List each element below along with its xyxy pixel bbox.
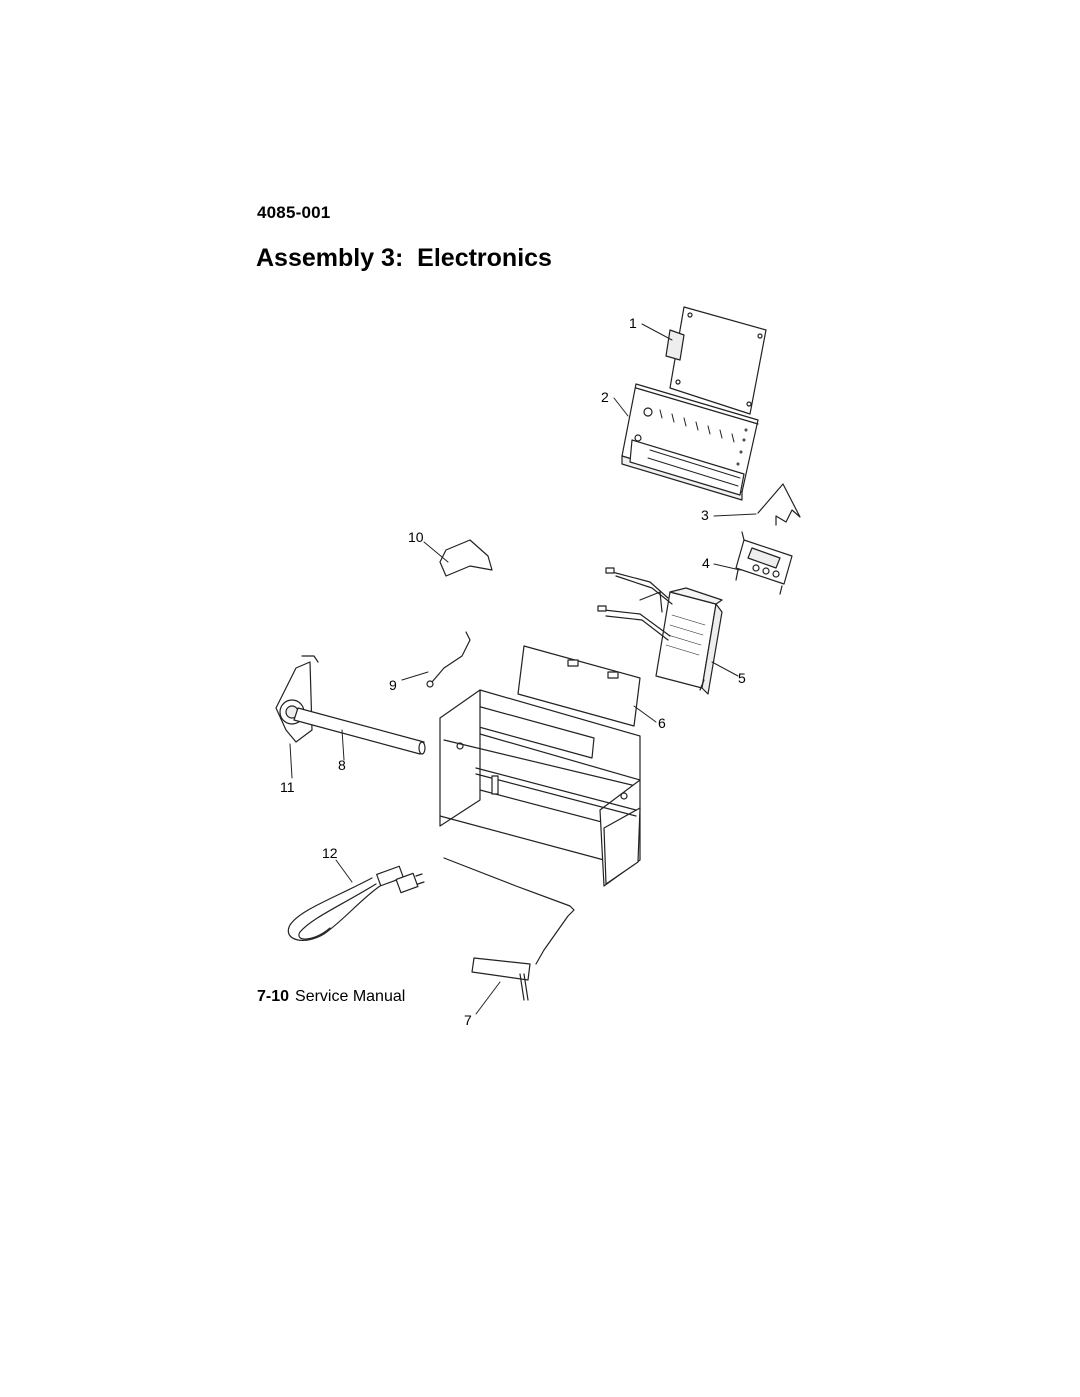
page-title: Assembly 3: Electronics bbox=[256, 244, 552, 272]
callout-9: 9 bbox=[389, 677, 397, 693]
part-8-rod bbox=[293, 707, 426, 755]
part-4-operator-panel bbox=[735, 531, 793, 595]
part-11-side-plate bbox=[275, 655, 319, 743]
callout-3: 3 bbox=[701, 507, 709, 523]
leader-line-4 bbox=[713, 563, 741, 571]
page-footer: 7-10 Service Manual bbox=[257, 988, 405, 1006]
callout-10: 10 bbox=[408, 529, 424, 545]
callout-11: 11 bbox=[280, 779, 295, 795]
callout-4: 4 bbox=[702, 555, 710, 571]
part-5-power-supply bbox=[597, 567, 723, 695]
leader-line-11 bbox=[289, 743, 293, 779]
leader-line-6 bbox=[633, 705, 657, 723]
leader-line-5 bbox=[711, 661, 739, 677]
callout-8: 8 bbox=[338, 757, 346, 773]
callout-2: 2 bbox=[601, 389, 609, 405]
part-9-sensor-cable bbox=[426, 631, 471, 688]
part-10-cable bbox=[439, 539, 493, 577]
part-12-power-cord bbox=[287, 865, 425, 941]
callout-1: 1 bbox=[629, 315, 637, 331]
main-frame bbox=[439, 689, 641, 887]
part-1-board bbox=[665, 306, 767, 415]
leader-line-9 bbox=[401, 671, 429, 681]
model-number: 4085-001 bbox=[257, 203, 331, 222]
page-number: 7-10 bbox=[257, 988, 290, 1005]
leader-line-12 bbox=[335, 859, 353, 883]
leader-line-3 bbox=[713, 513, 757, 517]
leader-line-1 bbox=[641, 323, 673, 341]
part-2-system-board bbox=[621, 383, 759, 501]
leader-line-10 bbox=[423, 541, 449, 563]
callout-5: 5 bbox=[738, 670, 746, 686]
manual-name: Service Manual bbox=[295, 988, 406, 1005]
part-7-rail-bracket bbox=[443, 857, 575, 1001]
callout-7: 7 bbox=[464, 1012, 472, 1028]
part-3-shield bbox=[757, 483, 801, 526]
leader-line-7 bbox=[475, 981, 501, 1015]
leader-line-2 bbox=[613, 397, 629, 417]
callout-6: 6 bbox=[658, 715, 666, 731]
part-6-board bbox=[517, 645, 641, 727]
callout-12: 12 bbox=[322, 845, 338, 861]
leader-line-8 bbox=[341, 729, 345, 761]
